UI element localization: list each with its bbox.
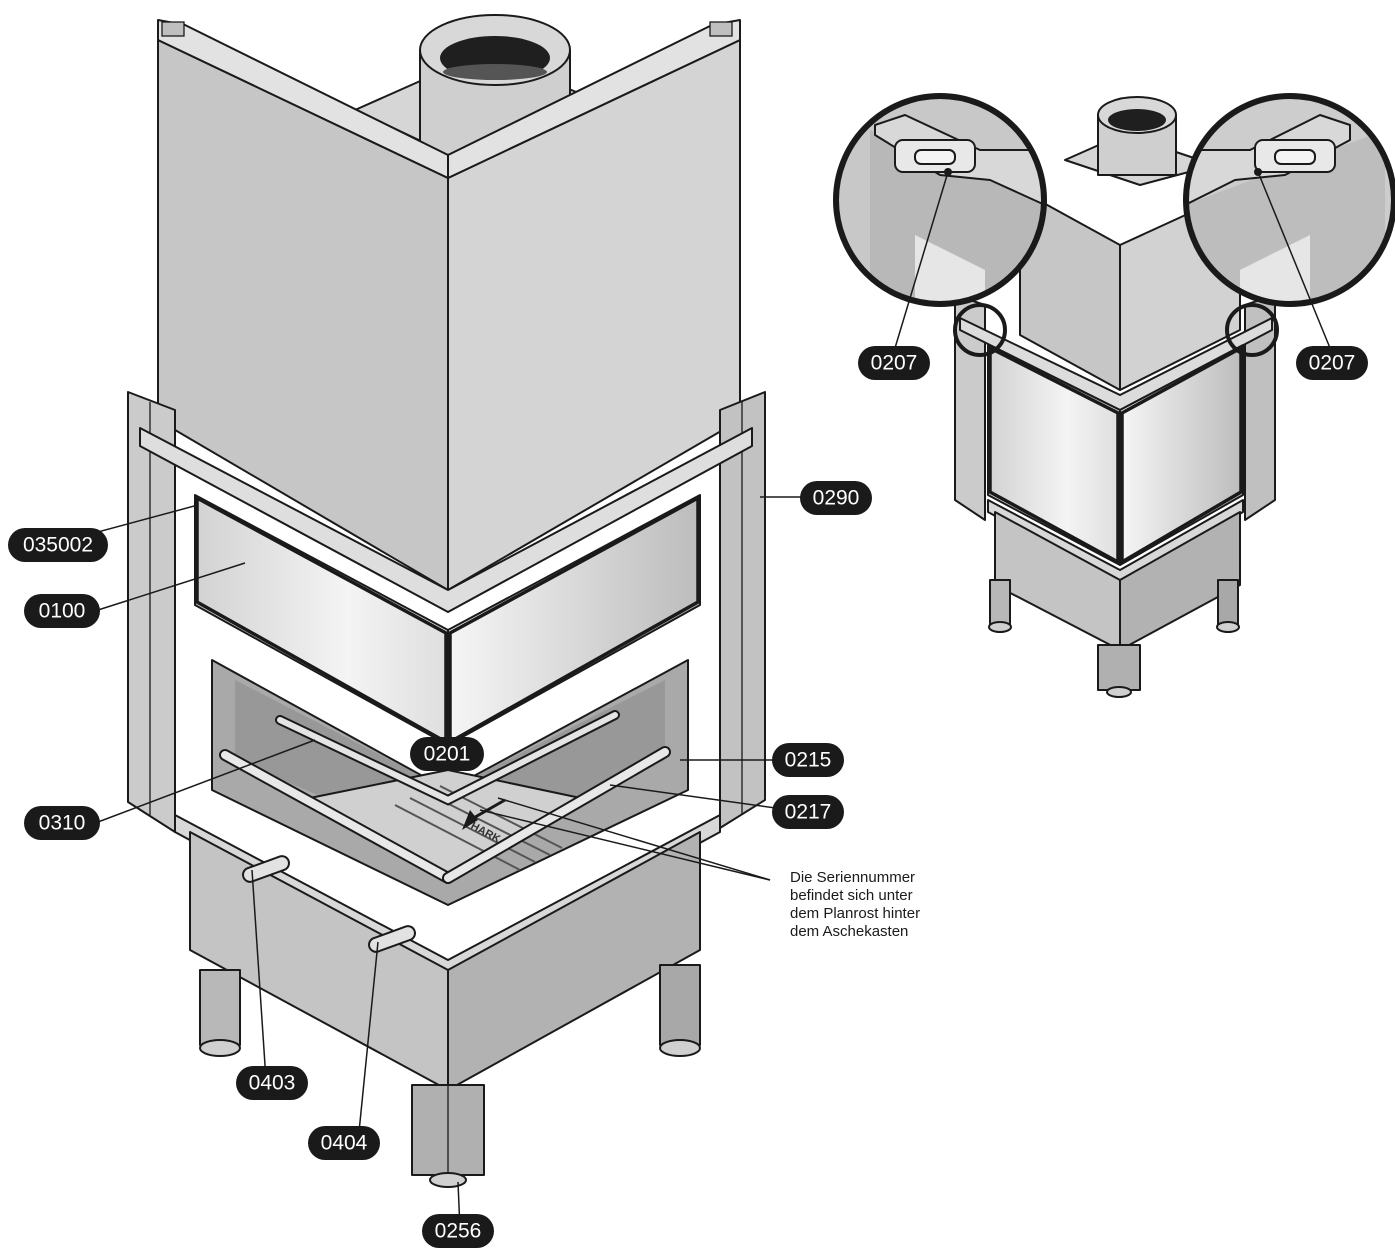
badge-0290: 0290 <box>800 481 872 515</box>
svg-text:0207: 0207 <box>871 352 918 375</box>
badge-0310: 0310 <box>24 806 100 840</box>
leg-right <box>659 964 701 1057</box>
badge-0404: 0404 <box>308 1126 380 1160</box>
magnifier-right <box>1183 93 1395 307</box>
svg-text:dem Aschekasten: dem Aschekasten <box>790 923 908 940</box>
svg-text:0215: 0215 <box>785 749 832 772</box>
magnifier-left <box>833 93 1047 307</box>
badge-0403: 0403 <box>236 1066 308 1100</box>
svg-text:Die Seriennummer: Die Seriennummer <box>790 869 915 886</box>
svg-text:0207: 0207 <box>1309 352 1356 375</box>
svg-text:befindet sich unter: befindet sich unter <box>790 887 913 904</box>
svg-text:0403: 0403 <box>249 1072 296 1095</box>
main-fireplace: HARK <box>127 14 766 1188</box>
handle-0403 <box>242 855 290 883</box>
badge-0217: 0217 <box>772 795 844 829</box>
svg-text:035002: 035002 <box>23 534 93 557</box>
svg-text:0310: 0310 <box>39 812 86 835</box>
leg-front <box>411 1084 485 1188</box>
svg-text:0100: 0100 <box>39 600 86 623</box>
svg-text:0404: 0404 <box>321 1132 368 1155</box>
glass-right <box>447 494 701 746</box>
svg-text:0201: 0201 <box>424 743 471 766</box>
badge-0201: 0201 <box>410 737 484 771</box>
leader-lines <box>67 496 808 1231</box>
marker-circle-right <box>1225 303 1279 357</box>
serial-number-note: Die Seriennummer befindet sich unter dem… <box>790 869 920 940</box>
badge-0256: 0256 <box>422 1214 494 1248</box>
leg-left <box>199 969 241 1057</box>
svg-text:dem Planrost hinter: dem Planrost hinter <box>790 905 920 922</box>
handle-0404 <box>368 925 416 953</box>
svg-text:0290: 0290 <box>813 487 860 510</box>
badge-035002: 035002 <box>8 528 108 562</box>
detail-leader-lines <box>894 171 1331 349</box>
svg-text:0217: 0217 <box>785 801 832 824</box>
svg-text:0256: 0256 <box>435 1220 482 1243</box>
marker-circle-left <box>953 303 1007 357</box>
badge-0100: 0100 <box>24 594 100 628</box>
badge-0215: 0215 <box>772 743 844 777</box>
badge-0207-right: 0207 <box>1296 346 1368 380</box>
badge-0207-left: 0207 <box>858 346 930 380</box>
base-right-face <box>447 831 701 1091</box>
